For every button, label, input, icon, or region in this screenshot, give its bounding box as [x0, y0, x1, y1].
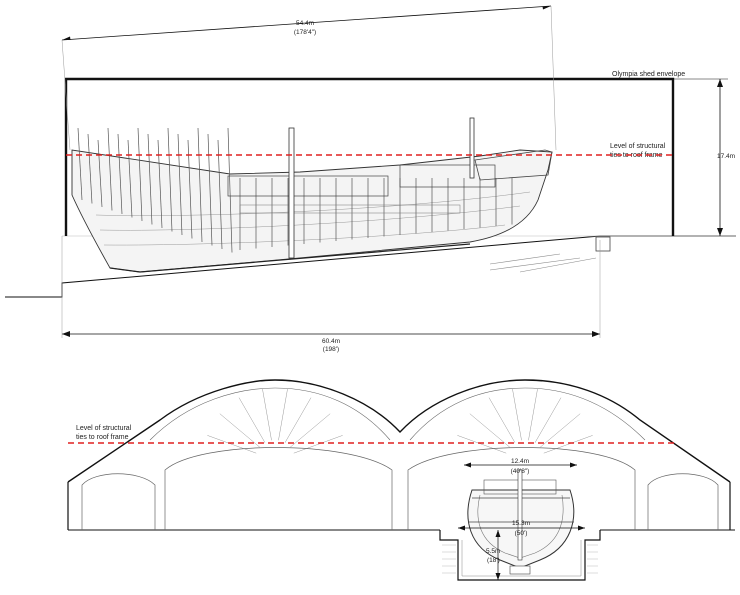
- mast-stub-main: [288, 127, 295, 259]
- roof-rib: [207, 435, 257, 454]
- elevation-view: 54.4m (178'4") Olympia shed envelope 17.…: [5, 5, 736, 353]
- dim-top-metric: 54.4m: [296, 20, 314, 27]
- roof-rib: [543, 435, 593, 454]
- dim-bottom-imperial: (198'): [323, 346, 339, 353]
- roof-rib: [278, 389, 288, 441]
- dim-ext-left: [61, 39, 71, 151]
- dock-pit: [439, 530, 601, 581]
- roof-rib: [540, 413, 581, 448]
- gunport-row: [239, 204, 461, 214]
- ties-label-line1: Level of structural: [610, 143, 666, 150]
- dock-pit-inner: [461, 540, 582, 577]
- depth-dim-imperial: (18'): [487, 557, 500, 564]
- dim-top-imperial: (178'4"): [294, 29, 316, 36]
- depth-dim-metric: 5.5m: [486, 548, 500, 555]
- inner-vault-left: [149, 387, 391, 441]
- roof-rib: [534, 397, 562, 443]
- height-dim-label: 17.4m: [717, 153, 735, 160]
- depth-arrow-bottom: [495, 573, 501, 580]
- roof-rib: [262, 389, 272, 441]
- ship-hull-elevation: [71, 117, 611, 273]
- section-mast: [517, 469, 523, 561]
- roof-rib: [284, 397, 312, 443]
- hull-frame: [137, 127, 143, 222]
- hull-frame: [147, 133, 153, 225]
- mast-stub-mizzen: [469, 117, 475, 179]
- dim-bottom-arrow-left: [62, 331, 70, 337]
- inner-vault-right: [409, 387, 646, 441]
- section-ties-label-line2: ties to roof frame: [76, 434, 129, 441]
- launch-cradle: [489, 253, 597, 273]
- hull-frame: [77, 127, 83, 201]
- width-arrow-left: [458, 525, 465, 531]
- dim-arrow-left: [62, 36, 71, 40]
- beam-arrow-right: [570, 462, 577, 468]
- shed-envelope: [64, 77, 675, 236]
- keel: [109, 243, 471, 273]
- upper-deck-structure: [227, 175, 389, 197]
- beam-arrow-left: [464, 462, 471, 468]
- width-dim-metric: 15.3m: [512, 520, 530, 527]
- beam-dim-metric: 12.4m: [511, 458, 529, 465]
- stern-gallery: [474, 149, 553, 181]
- width-dim-imperial: (50'): [515, 530, 528, 537]
- hull-frame: [127, 139, 133, 218]
- hull-frame: [87, 133, 93, 204]
- hull-frames: [77, 127, 513, 253]
- arch-center-right: [407, 447, 636, 530]
- roof-rib: [528, 389, 538, 441]
- dim-line-top: [61, 5, 552, 41]
- quarter-deck: [399, 164, 496, 188]
- hull-frame: [177, 133, 183, 236]
- depth-arrow-top: [495, 530, 501, 537]
- cradle-block: [509, 565, 531, 575]
- arch-left: [81, 473, 156, 530]
- dim-bottom-metric: 60.4m: [322, 338, 340, 345]
- height-arrow-top: [717, 79, 723, 87]
- hull-frame: [167, 127, 173, 232]
- shed-envelope-label: Olympia shed envelope: [612, 71, 685, 78]
- arch-center-left: [164, 447, 393, 530]
- slip-block: [595, 236, 611, 252]
- hull-frame: [97, 139, 103, 208]
- hull-frame: [197, 127, 203, 243]
- roof-rib: [290, 413, 331, 448]
- hull-frame: [187, 139, 193, 239]
- hull-frame: [227, 127, 233, 253]
- section-ties-label-line1: Level of structural: [76, 425, 132, 432]
- dock-brick-hatch: [442, 544, 598, 574]
- hull-frame: [117, 133, 123, 215]
- dim-arrow-right: [542, 6, 551, 10]
- roof-rib: [488, 397, 516, 443]
- arch-right: [647, 473, 719, 530]
- roof-rib: [457, 435, 507, 454]
- roof-outline: [67, 379, 731, 483]
- dim-ext-right: [550, 5, 557, 151]
- ship-hull-section: [467, 469, 575, 575]
- roof-ribs: [207, 389, 593, 454]
- hull-frame: [107, 127, 113, 211]
- hull-frame: [207, 133, 213, 246]
- roof-rib: [512, 389, 522, 441]
- roof-rib: [219, 413, 260, 448]
- dim-bottom-arrow-right: [592, 331, 600, 337]
- width-arrow-right: [578, 525, 585, 531]
- height-arrow-bottom: [717, 228, 723, 236]
- roof-rib: [238, 397, 266, 443]
- roof-rib: [469, 413, 510, 448]
- hull-frame: [217, 139, 223, 250]
- hull-planking: [95, 191, 531, 246]
- beam-dim-imperial: (40'8"): [511, 468, 530, 475]
- roof-rib: [293, 435, 343, 454]
- section-view: Level of structural ties to roof frame 1…: [67, 379, 735, 581]
